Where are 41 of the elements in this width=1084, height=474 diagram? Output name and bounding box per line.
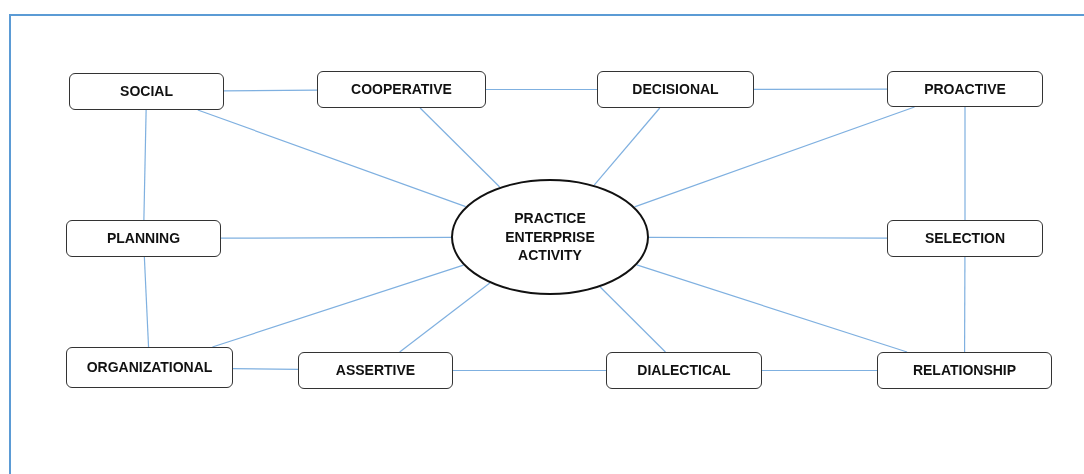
node-label: PROACTIVE [923, 79, 1007, 99]
category-box [317, 71, 486, 108]
node-label: RELATIONSHIP [911, 361, 1018, 380]
category-box [887, 220, 1043, 257]
connector-line [599, 286, 667, 353]
category-box [298, 352, 453, 389]
connector-line [143, 109, 147, 221]
connector-line [223, 89, 318, 92]
connector-line [452, 369, 607, 372]
category-box [606, 352, 762, 389]
category-box [69, 73, 224, 110]
connector-line [633, 106, 916, 208]
node-label: PLANNING [105, 229, 182, 248]
connector-line [419, 107, 501, 188]
category-box [887, 71, 1043, 107]
connector-line [963, 256, 966, 353]
node-label: PRACTICE ENTERPRISE ACTIVITY [504, 208, 596, 266]
node-label: DECISIONAL [631, 80, 720, 99]
connector-line [648, 236, 888, 239]
connector-line [761, 369, 878, 372]
connector-line [211, 264, 465, 348]
node-label: ORGANIZATIONAL [85, 358, 214, 377]
connector-line [220, 236, 452, 239]
node-label: ASSERTIVE [334, 361, 417, 380]
connector-line [636, 264, 908, 353]
category-box [877, 352, 1052, 389]
node-label: SOCIAL [119, 82, 174, 101]
connector-line [593, 107, 661, 186]
node-label: COOPERATIVE [350, 80, 453, 99]
connector-line [197, 109, 467, 208]
node-label: SELECTION [923, 229, 1007, 248]
connector-line [232, 368, 299, 371]
category-box [597, 71, 754, 108]
node-label: DIALECTICAL [636, 361, 732, 380]
connector-line [485, 88, 598, 91]
category-box [66, 347, 233, 388]
connector-line [753, 88, 888, 90]
connector-line [143, 256, 150, 348]
connector-line [964, 106, 966, 221]
connector-line [399, 282, 491, 353]
category-box [66, 220, 221, 257]
